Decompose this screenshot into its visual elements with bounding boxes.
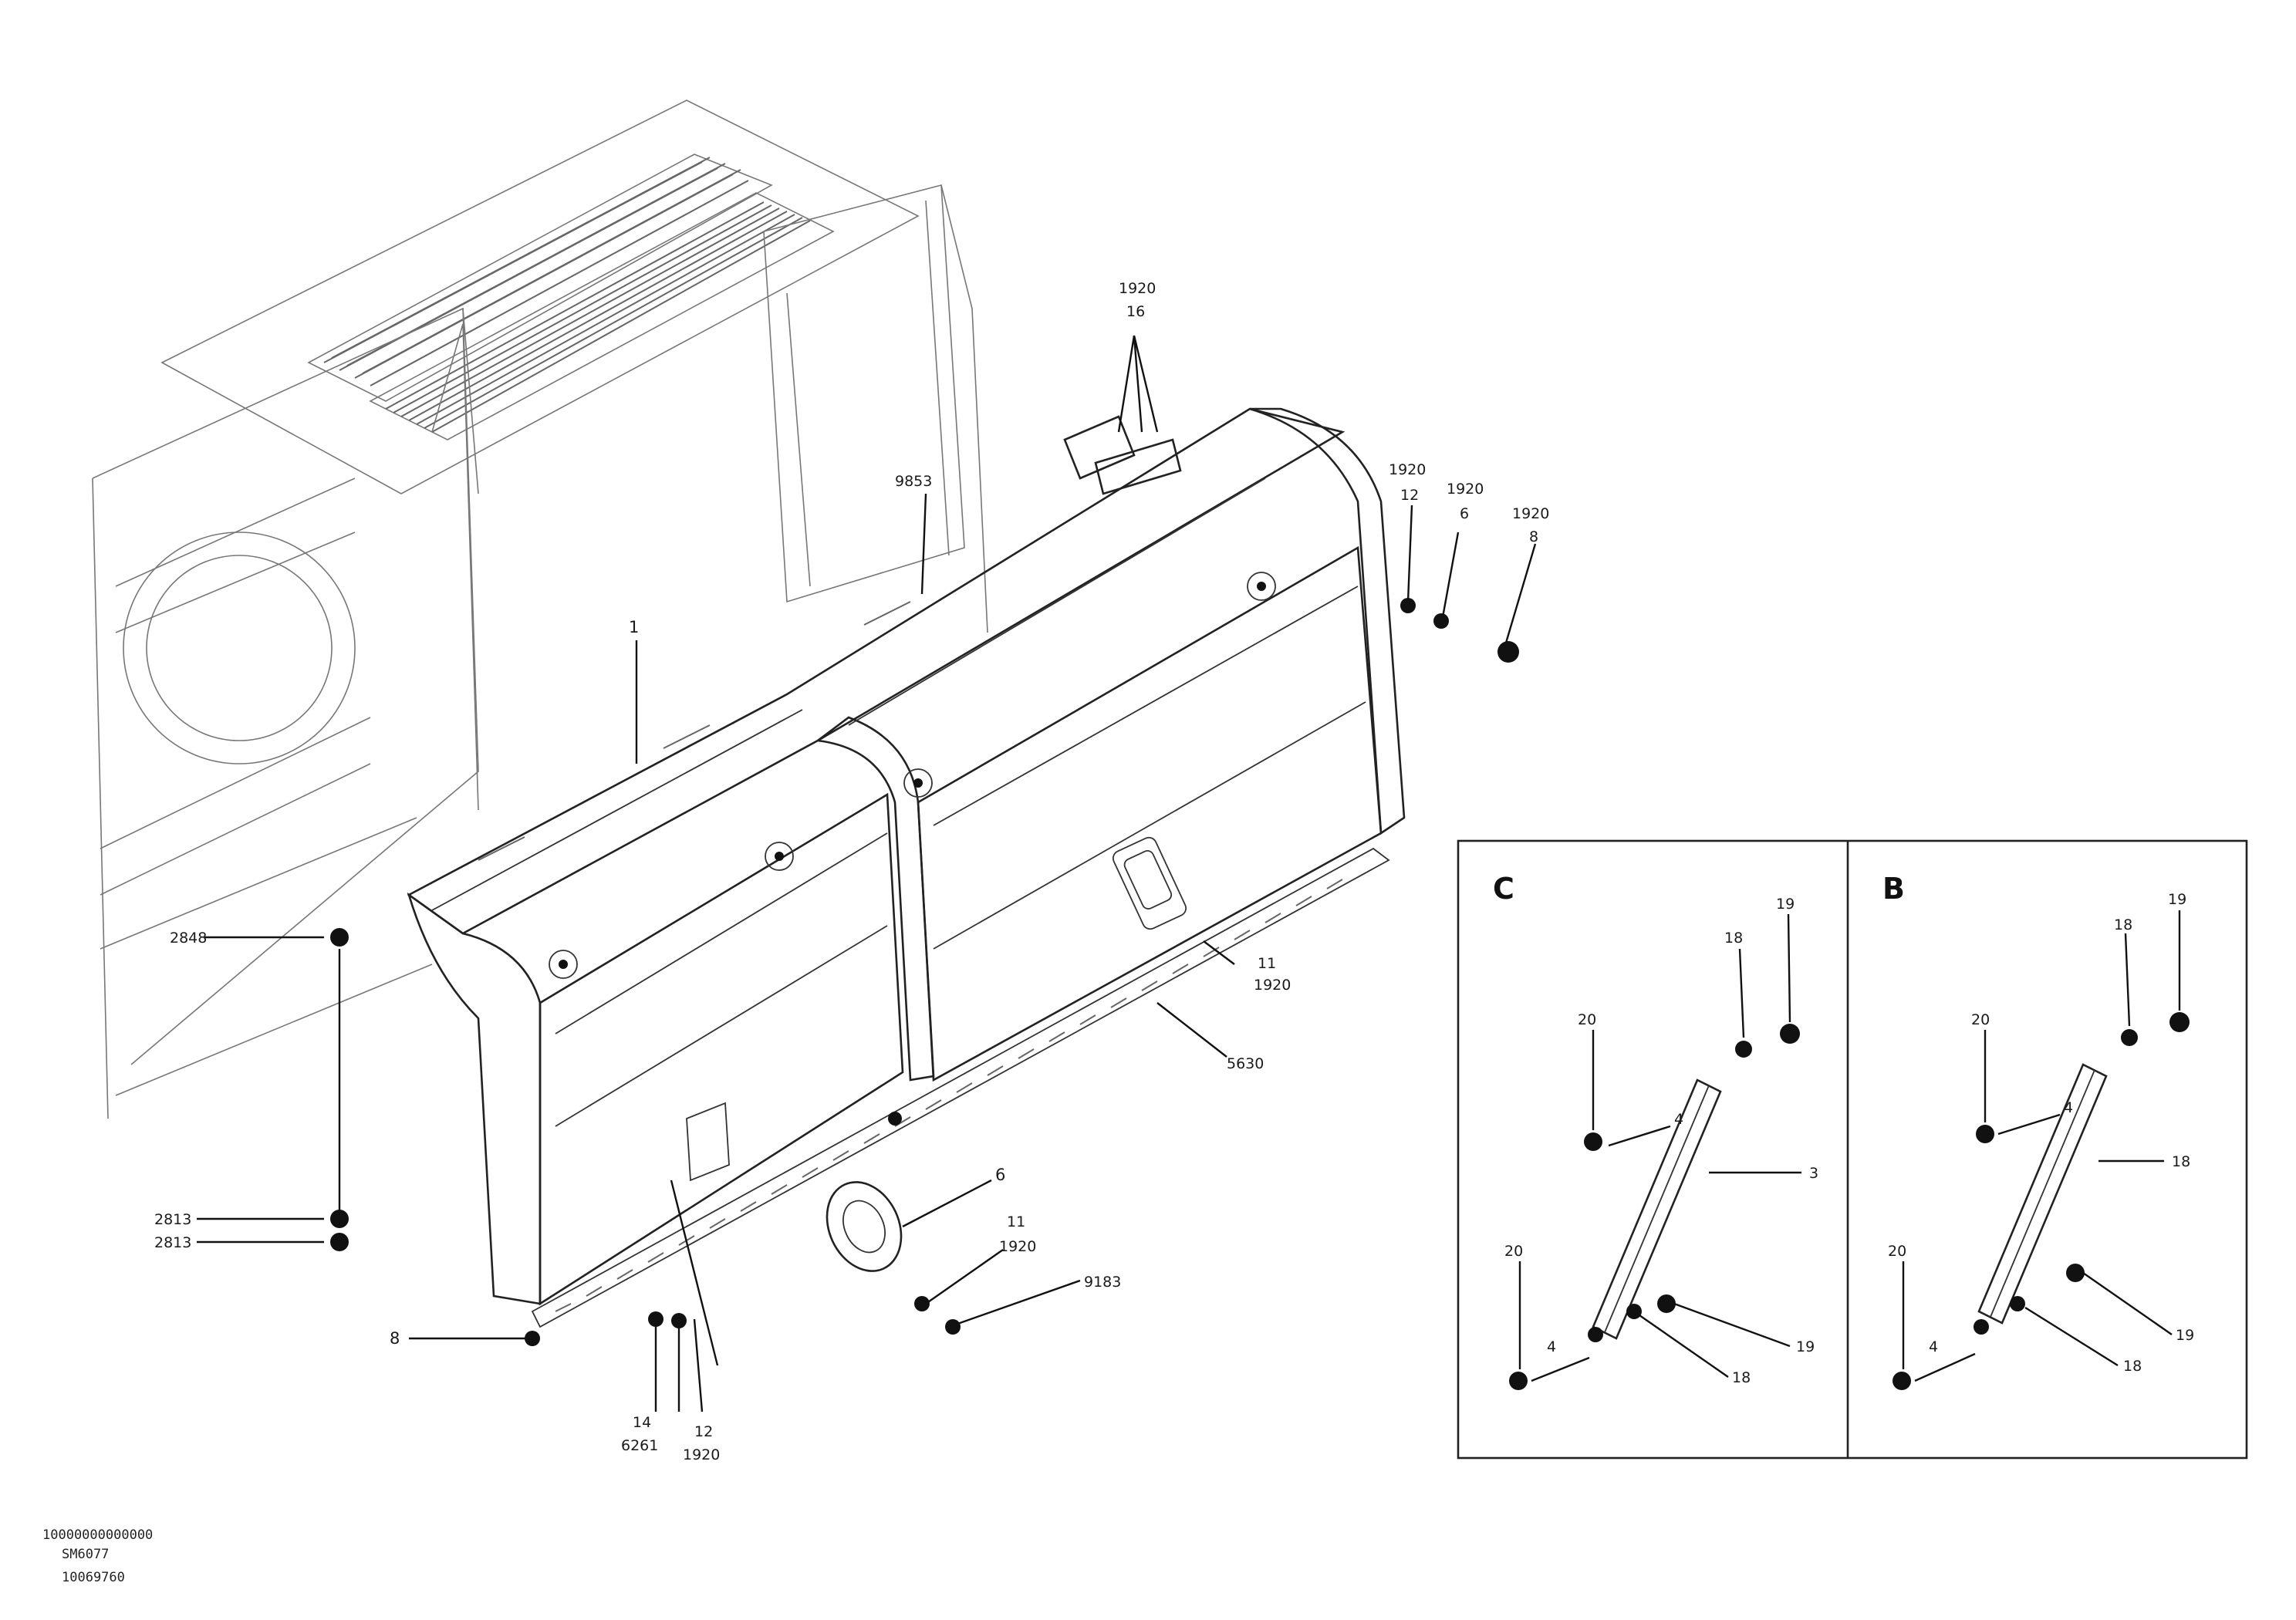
callout-bottom-b-part: 1920 bbox=[683, 1446, 720, 1463]
callout-rail-part: 5630 bbox=[1227, 1055, 1264, 1072]
inset-b-label-6: 4 bbox=[1929, 1338, 1938, 1355]
callout-right-b-part: 1920 bbox=[1447, 481, 1484, 498]
inset-c: C 19 18 20 4 3 20 bbox=[1493, 872, 1818, 1390]
inset-c-label-1: 18 bbox=[1724, 930, 1743, 947]
callout-left-a: 2848 bbox=[170, 930, 207, 947]
callout-bottom-a-qty: 14 bbox=[633, 1414, 651, 1431]
side-cover-panels bbox=[407, 407, 1406, 1306]
footer-line-1: 10000000000000 bbox=[42, 1527, 153, 1543]
callout-handle-qty: 11 bbox=[1258, 955, 1276, 972]
callout-handle-part: 1920 bbox=[1254, 977, 1291, 994]
inset-b-label-7: 19 bbox=[2176, 1327, 2194, 1344]
roof-grating-hatch bbox=[323, 157, 811, 433]
inset-b-label-2: 20 bbox=[1971, 1011, 1990, 1028]
inset-b-label-1: 18 bbox=[2114, 916, 2132, 933]
callout-right-b-qty: 6 bbox=[1460, 505, 1469, 522]
hinge-bracket bbox=[1063, 415, 1182, 495]
footer-line-2: SM6077 bbox=[62, 1547, 109, 1562]
inset-b-title: B bbox=[1882, 872, 1905, 906]
callout-bottom-a-part: 6261 bbox=[621, 1437, 658, 1454]
inset-c-label-5: 20 bbox=[1504, 1243, 1523, 1260]
step-rail bbox=[531, 847, 1390, 1328]
inset-c-label-8: 18 bbox=[1732, 1369, 1751, 1386]
inset-c-title: C bbox=[1493, 872, 1514, 906]
callout-right-c-part: 1920 bbox=[1512, 505, 1549, 522]
callout-bottom-b-qty: 12 bbox=[694, 1423, 713, 1440]
inset-c-label-4: 3 bbox=[1809, 1165, 1818, 1182]
inset-b-label-4: 18 bbox=[2172, 1153, 2190, 1170]
inset-frame bbox=[1457, 839, 2248, 1460]
callout-left-c: 2813 bbox=[154, 1234, 191, 1251]
inset-c-label-6: 4 bbox=[1547, 1338, 1556, 1355]
callout-center-part: 1 bbox=[629, 618, 639, 636]
callout-labels: 1920 16 9853 1 1920 12 1920 6 1920 8 284… bbox=[154, 280, 1549, 1463]
inset-b-label-8: 18 bbox=[2123, 1358, 2142, 1375]
callout-right-c-qty: 8 bbox=[1529, 528, 1538, 545]
callout-top-qty: 16 bbox=[1126, 303, 1145, 320]
fastener-markers bbox=[330, 598, 1519, 1346]
callout-right-a-qty: 12 bbox=[1400, 487, 1419, 504]
inset-b: B 19 18 20 4 18 20 4 19 bbox=[1882, 872, 2194, 1390]
callout-bottom-left: 8 bbox=[390, 1329, 400, 1348]
callout-lower-b-part: 1920 bbox=[999, 1238, 1036, 1255]
inset-c-label-3: 4 bbox=[1674, 1111, 1683, 1128]
callout-lower-a: 6 bbox=[995, 1166, 1005, 1184]
machine-frame-drawing bbox=[92, 100, 988, 1119]
drawing-reference: 10000000000000 SM6077 10069760 bbox=[42, 1527, 153, 1585]
leader-lines bbox=[197, 335, 1537, 1412]
inset-c-label-2: 20 bbox=[1578, 1011, 1596, 1028]
callout-lower-c: 9183 bbox=[1084, 1274, 1121, 1291]
inset-b-label-0: 19 bbox=[2168, 891, 2186, 908]
callout-top-part: 1920 bbox=[1119, 280, 1156, 297]
inset-b-label-3: 4 bbox=[2064, 1099, 2073, 1116]
callout-upper-left-part: 9853 bbox=[895, 473, 932, 490]
footer-line-3: 10069760 bbox=[62, 1570, 125, 1585]
callout-lower-b-qty: 11 bbox=[1007, 1213, 1025, 1230]
callout-left-b: 2813 bbox=[154, 1211, 191, 1228]
inset-c-label-0: 19 bbox=[1776, 896, 1795, 913]
callout-right-a-part: 1920 bbox=[1389, 461, 1426, 478]
detail-insets: C 19 18 20 4 3 20 bbox=[1457, 839, 2248, 1460]
inset-c-label-7: 19 bbox=[1796, 1338, 1815, 1355]
round-lamp bbox=[826, 1181, 903, 1272]
inset-b-label-5: 20 bbox=[1888, 1243, 1906, 1260]
